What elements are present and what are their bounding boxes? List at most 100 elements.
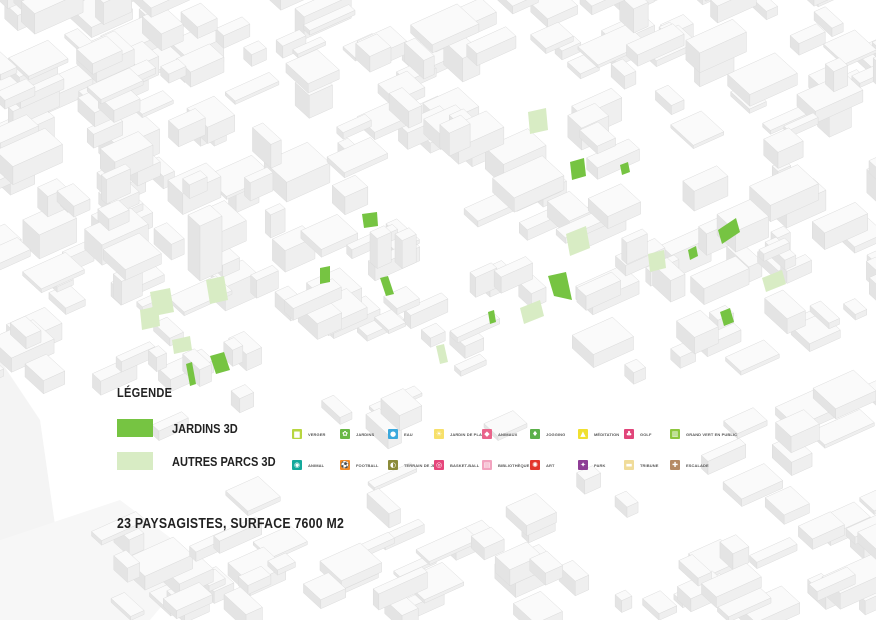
building bbox=[864, 595, 876, 616]
autre-parc-area bbox=[520, 300, 544, 324]
building bbox=[223, 337, 244, 351]
building bbox=[56, 183, 91, 207]
building bbox=[319, 542, 383, 582]
building bbox=[153, 316, 184, 339]
riverbank bbox=[0, 500, 200, 620]
building bbox=[505, 0, 527, 7]
building bbox=[670, 110, 725, 146]
building bbox=[719, 534, 750, 555]
building bbox=[763, 127, 804, 153]
building bbox=[294, 0, 343, 18]
building bbox=[280, 0, 305, 11]
building bbox=[100, 163, 131, 180]
building bbox=[723, 407, 768, 435]
autre-parc-area bbox=[436, 344, 448, 364]
icon-label: ESCALADE bbox=[686, 462, 709, 468]
autre-parc-area bbox=[566, 226, 590, 256]
building bbox=[614, 589, 633, 601]
building bbox=[809, 408, 875, 446]
building bbox=[727, 52, 798, 95]
building bbox=[859, 75, 876, 88]
building bbox=[722, 463, 784, 500]
building bbox=[394, 227, 417, 241]
building bbox=[150, 0, 191, 18]
building bbox=[642, 590, 678, 614]
building bbox=[34, 0, 84, 35]
building bbox=[811, 201, 869, 234]
building bbox=[8, 39, 69, 77]
building bbox=[182, 170, 208, 186]
building bbox=[24, 353, 66, 381]
building bbox=[0, 237, 31, 264]
building bbox=[865, 256, 876, 271]
icon-item-jardin-de-plaisir: ☀JARDIN DE PLAISIR bbox=[434, 428, 490, 440]
building bbox=[9, 315, 42, 338]
icon-item-tribune: ▬TRIBUNE bbox=[624, 459, 658, 471]
building bbox=[97, 199, 130, 220]
jardin-3d-area bbox=[620, 162, 630, 175]
building bbox=[230, 384, 255, 399]
building bbox=[153, 222, 185, 245]
building bbox=[187, 204, 223, 227]
building bbox=[868, 157, 876, 168]
icon-item-jardins: ✿JARDINS bbox=[340, 428, 374, 440]
building bbox=[187, 214, 201, 282]
icon-label: EAU bbox=[404, 431, 413, 437]
building bbox=[331, 174, 369, 198]
autres-swatch bbox=[117, 452, 153, 470]
jardin-3d-area bbox=[570, 158, 586, 180]
building bbox=[701, 562, 762, 598]
icon-item-animal: ◉ANIMAL bbox=[292, 459, 324, 471]
building bbox=[374, 309, 407, 331]
building bbox=[530, 21, 574, 49]
building bbox=[764, 485, 810, 516]
building bbox=[700, 438, 747, 462]
building bbox=[682, 165, 729, 192]
building bbox=[237, 565, 272, 586]
icon-item-m-ditation: ▲MÉDITATION bbox=[578, 428, 619, 440]
building bbox=[576, 271, 622, 297]
building bbox=[529, 550, 564, 574]
running-icon: ♦ bbox=[530, 429, 540, 439]
building bbox=[753, 0, 779, 12]
jardin-3d-area bbox=[688, 246, 698, 260]
icon-item-grand-vert-en-public: ▥ GRAND VERT EN PUBLIC bbox=[670, 428, 737, 440]
building bbox=[872, 57, 876, 85]
building bbox=[591, 0, 626, 16]
building bbox=[764, 289, 806, 320]
building bbox=[797, 511, 845, 540]
building bbox=[493, 256, 534, 278]
building bbox=[86, 67, 144, 100]
basketball-icon: ◎ bbox=[434, 460, 444, 470]
jardin-3d-area bbox=[210, 352, 230, 374]
building bbox=[336, 113, 372, 133]
building bbox=[484, 128, 547, 165]
icon-label: FOOTBALL bbox=[356, 462, 379, 468]
building bbox=[654, 84, 685, 106]
building bbox=[403, 292, 449, 316]
lounge-icon: ▬ bbox=[624, 460, 634, 470]
icon-label: GRAND VERT EN PUBLIC bbox=[686, 431, 738, 437]
building bbox=[243, 40, 267, 56]
icon-label: JARDIN DE PLAISIR bbox=[450, 431, 491, 437]
building bbox=[147, 345, 167, 358]
building bbox=[110, 592, 145, 617]
building bbox=[678, 554, 712, 579]
building bbox=[859, 489, 876, 512]
gallery-icon: ▥ bbox=[670, 429, 680, 439]
building bbox=[223, 586, 263, 615]
autres-label: AUTRES PARCS 3D bbox=[172, 454, 276, 469]
parkour-icon: ✦ bbox=[578, 460, 588, 470]
building bbox=[614, 490, 639, 508]
building bbox=[469, 262, 498, 278]
icon-label: BIBLIOTHÈQUE bbox=[498, 462, 530, 468]
icon-label: VERGER bbox=[308, 431, 326, 437]
building bbox=[180, 2, 218, 28]
building bbox=[806, 0, 815, 7]
building bbox=[824, 57, 849, 72]
building bbox=[621, 228, 648, 244]
building bbox=[252, 122, 282, 145]
building bbox=[758, 237, 790, 255]
meditation-icon: ▲ bbox=[578, 429, 588, 439]
